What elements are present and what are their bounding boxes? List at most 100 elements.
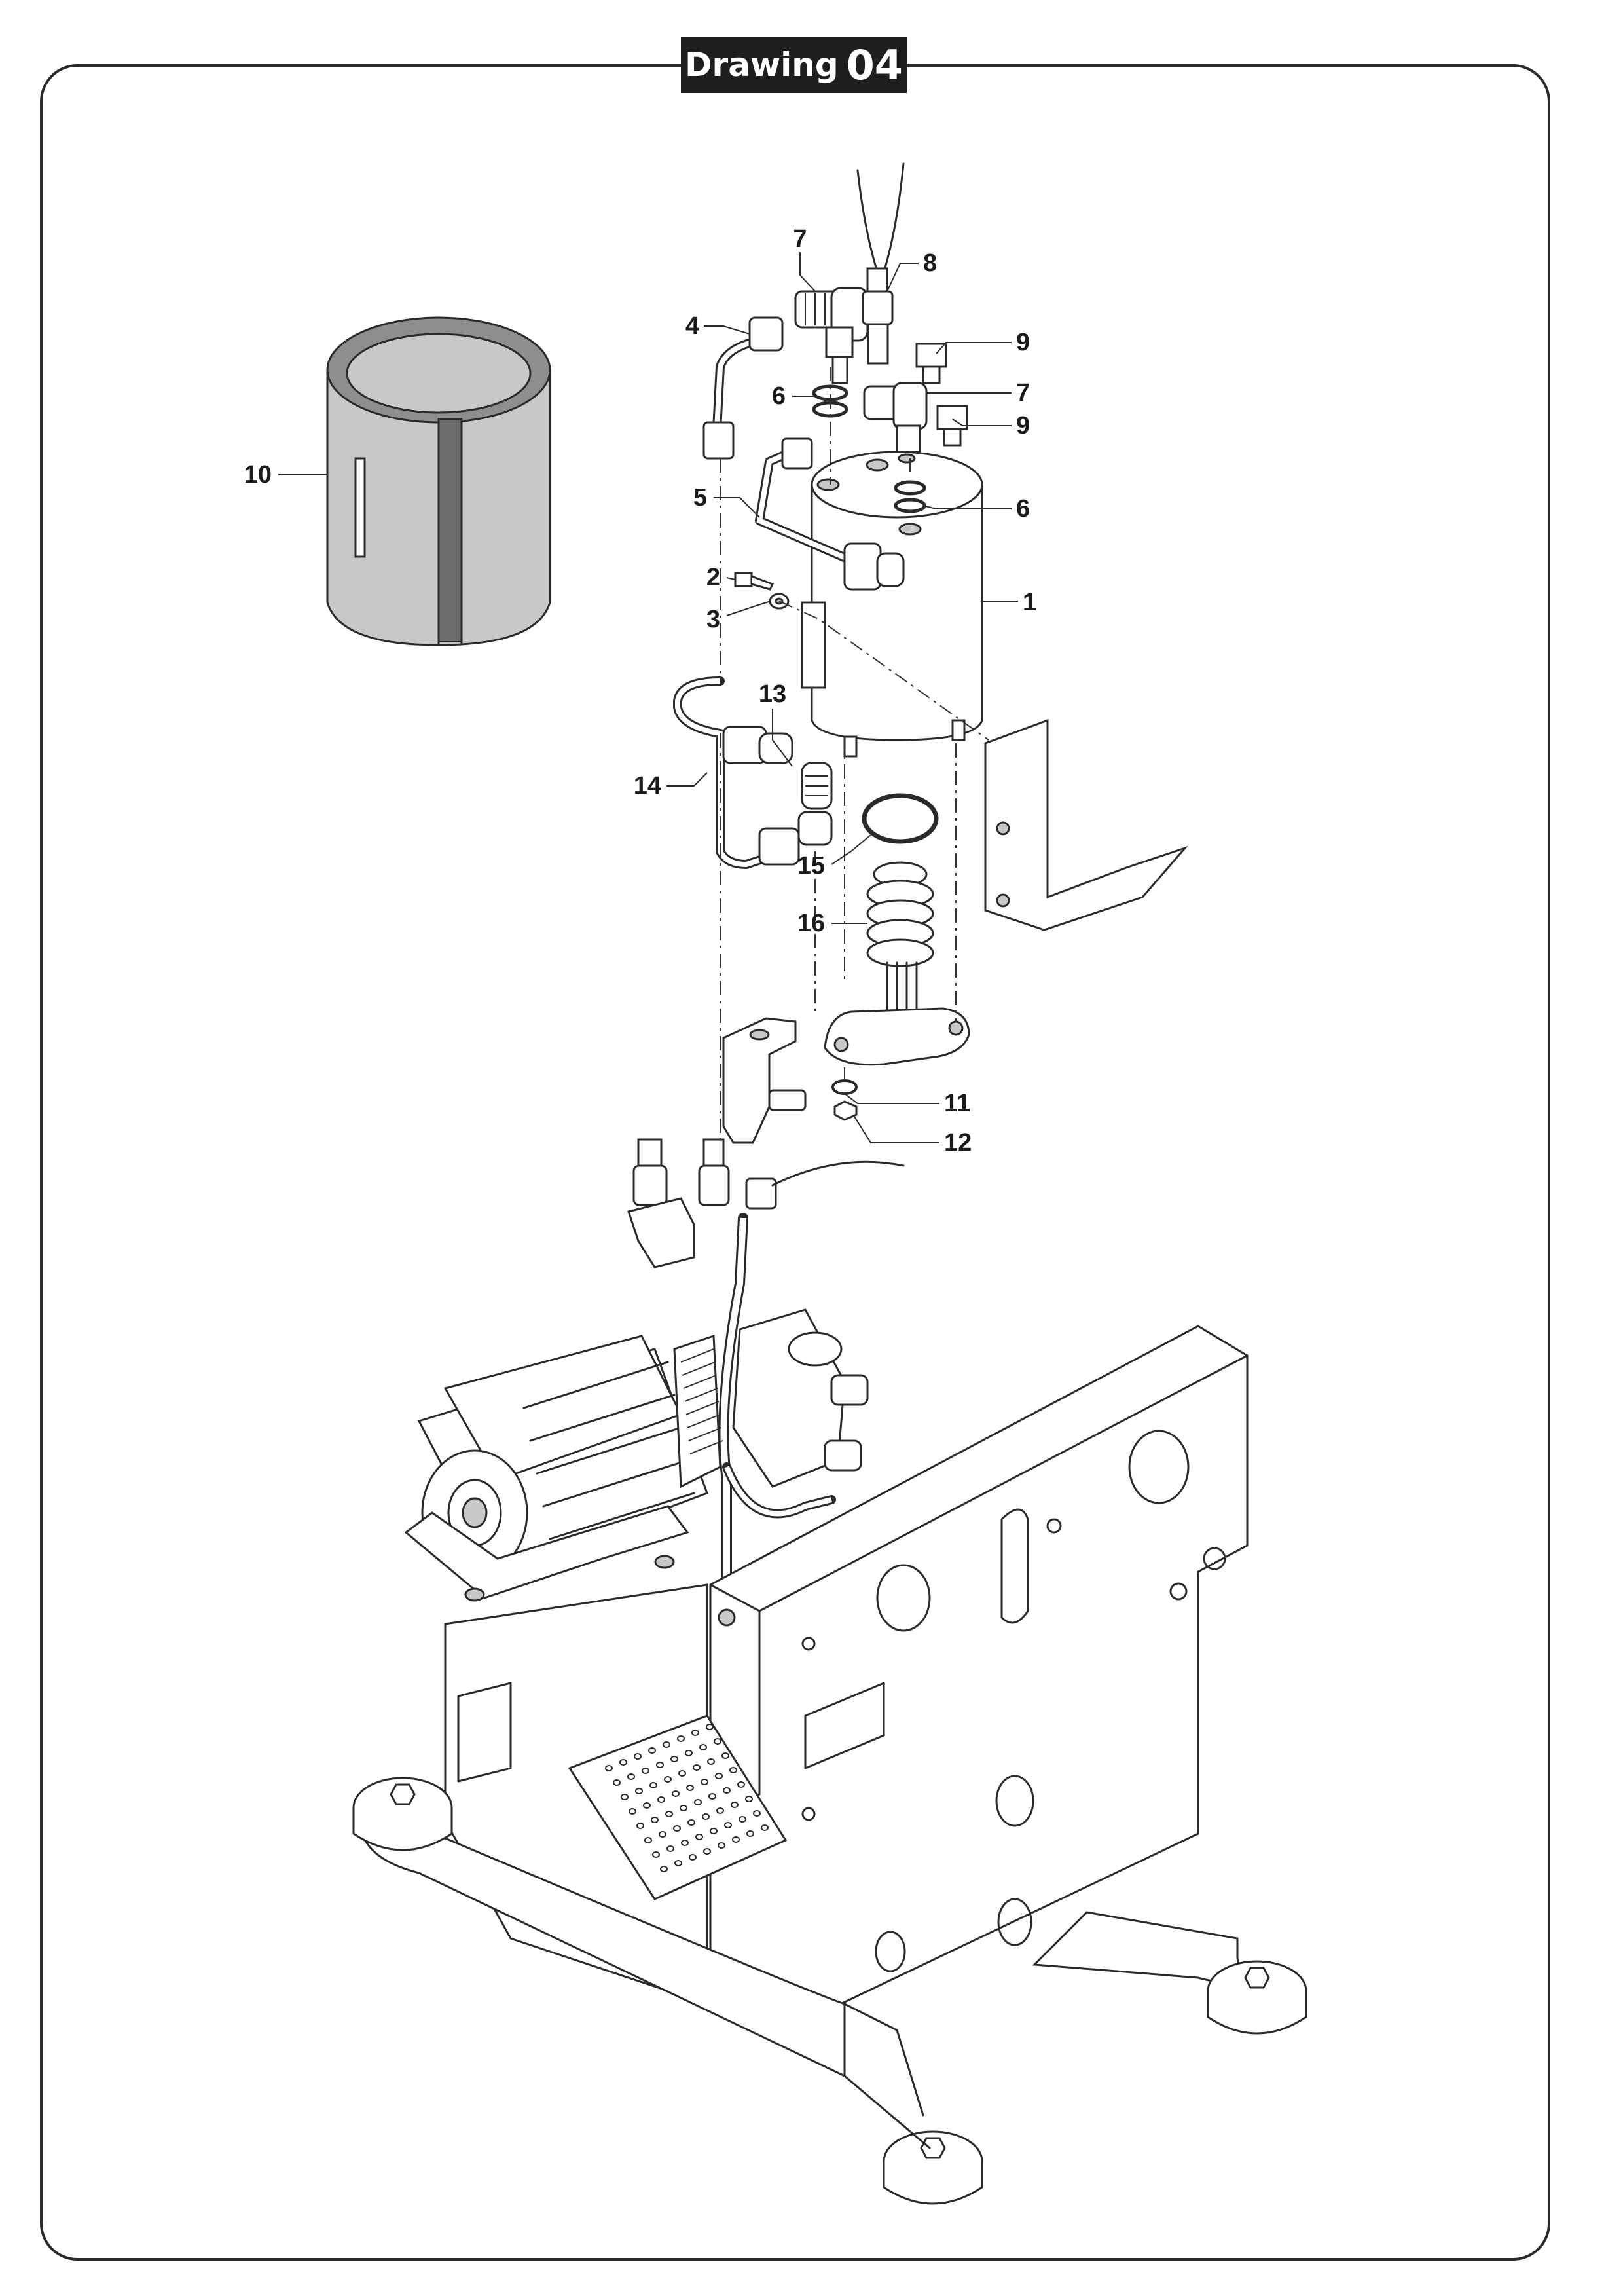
drip-tray-hole	[657, 1796, 665, 1803]
drip-tray-hole	[737, 1781, 745, 1788]
drip-tray-hole	[693, 1764, 701, 1771]
drip-tray-hole	[659, 1831, 666, 1838]
drip-tray-hole	[708, 1793, 716, 1800]
drip-tray-hole	[648, 1747, 656, 1754]
drip-tray-hole	[629, 1808, 636, 1815]
drawing-title-number: 04	[846, 41, 903, 89]
callout-6-boiler: 6	[1016, 495, 1030, 523]
drip-tray-hole	[673, 1825, 681, 1832]
callout-14: 14	[633, 772, 661, 800]
drip-tray-hole	[627, 1773, 635, 1780]
part-valve-block	[722, 1017, 807, 1144]
drip-tray-hole	[642, 1768, 649, 1774]
part-pipe-5	[755, 437, 905, 591]
callout-4: 4	[685, 312, 699, 340]
drip-tray-hole	[691, 1730, 699, 1736]
drip-tray-hole	[678, 1770, 686, 1777]
drip-tray-hole	[718, 1842, 725, 1849]
drip-tray-hole	[619, 1759, 627, 1766]
drip-tray-hole	[695, 1834, 703, 1840]
callout-9-top: 9	[1016, 329, 1030, 356]
drip-tray-hole	[674, 1860, 682, 1866]
part-gasket-15	[862, 793, 939, 844]
drip-tray-hole	[746, 1830, 754, 1837]
drip-tray-hole	[732, 1836, 740, 1843]
drip-tray-hole	[701, 1779, 708, 1785]
drip-tray-hole	[702, 1813, 710, 1820]
part-elbow-7-second	[863, 382, 928, 470]
drip-tray-hole	[681, 1840, 689, 1846]
drip-tray-hole	[643, 1802, 651, 1809]
drip-tray-hole	[649, 1782, 657, 1788]
drip-tray-hole	[731, 1802, 739, 1808]
drip-tray-hole	[745, 1796, 753, 1802]
callout-15: 15	[797, 852, 825, 880]
drip-tray-hole	[636, 1823, 644, 1829]
assembly-centerlines	[720, 367, 989, 1139]
part-probe-8	[856, 162, 905, 365]
drip-tray-hole	[706, 1724, 714, 1730]
part-elbow-7-top	[794, 287, 869, 384]
drip-tray-hole	[635, 1788, 643, 1794]
drip-tray-hole	[721, 1752, 729, 1759]
drip-tray-hole	[672, 1790, 680, 1797]
part-screw-2	[734, 572, 775, 591]
drip-tray-hole	[689, 1854, 697, 1861]
part-heating-element-16	[824, 861, 970, 1066]
drip-tray-hole	[703, 1848, 711, 1855]
drip-tray-hole	[724, 1822, 732, 1828]
drip-tray-hole	[644, 1837, 652, 1843]
drip-tray-hole	[716, 1807, 724, 1814]
drip-tray-hole	[694, 1799, 702, 1805]
drip-tray-hole	[670, 1756, 678, 1762]
drip-tray-hole	[715, 1773, 723, 1779]
drip-tray-hole	[660, 1866, 668, 1872]
drip-tray-hole	[651, 1817, 659, 1823]
callout-6-top: 6	[771, 382, 786, 410]
part-boiler-bracket	[984, 718, 1188, 931]
part-solenoid-valve	[627, 1138, 905, 1268]
callout-8: 8	[923, 250, 938, 277]
part-pipe-4	[702, 316, 784, 460]
drip-tray-hole	[707, 1758, 715, 1765]
callout-7-second: 7	[1016, 379, 1030, 407]
drip-tray-hole	[666, 1845, 674, 1852]
callout-10: 10	[244, 461, 272, 489]
part-boiler-1	[801, 451, 983, 758]
drip-tray-hole	[613, 1779, 621, 1786]
drip-tray-hole	[714, 1738, 721, 1745]
leader-lines	[278, 252, 1018, 1143]
part-chassis-frame	[352, 1325, 1307, 2205]
part-washer-11	[831, 1079, 858, 1095]
drip-tray-hole	[677, 1735, 685, 1742]
callout-1: 1	[1023, 589, 1037, 616]
drip-tray-hole	[699, 1744, 707, 1750]
drip-tray-hole	[687, 1819, 695, 1826]
callout-7-top: 7	[793, 225, 807, 253]
callout-2: 2	[706, 564, 720, 591]
drip-tray-hole	[621, 1794, 629, 1800]
drip-tray-hole	[664, 1776, 672, 1783]
drip-tray-hole	[729, 1767, 737, 1773]
part-pipe-14	[673, 676, 800, 869]
drawing-title: Drawing 04	[681, 37, 907, 93]
drip-tray-hole	[723, 1787, 731, 1794]
part-insulation-sleeve	[326, 316, 551, 646]
drip-tray-hole	[634, 1753, 642, 1760]
drip-tray-hole	[710, 1828, 718, 1834]
callout-5: 5	[693, 484, 707, 511]
drip-tray-hole	[665, 1811, 673, 1817]
drip-tray-hole	[753, 1810, 761, 1817]
callout-12: 12	[944, 1129, 972, 1157]
drawing-title-word: Drawing	[685, 46, 839, 84]
drip-tray-hole	[680, 1805, 687, 1811]
callout-9-second: 9	[1016, 412, 1030, 439]
part-nut-12	[833, 1100, 858, 1121]
callout-11: 11	[944, 1090, 971, 1117]
drip-tray-hole	[686, 1785, 694, 1791]
drip-tray-hole	[739, 1816, 746, 1823]
drip-tray-hole	[605, 1765, 613, 1771]
callout-13: 13	[758, 680, 787, 708]
part-elbow-13	[797, 762, 833, 846]
